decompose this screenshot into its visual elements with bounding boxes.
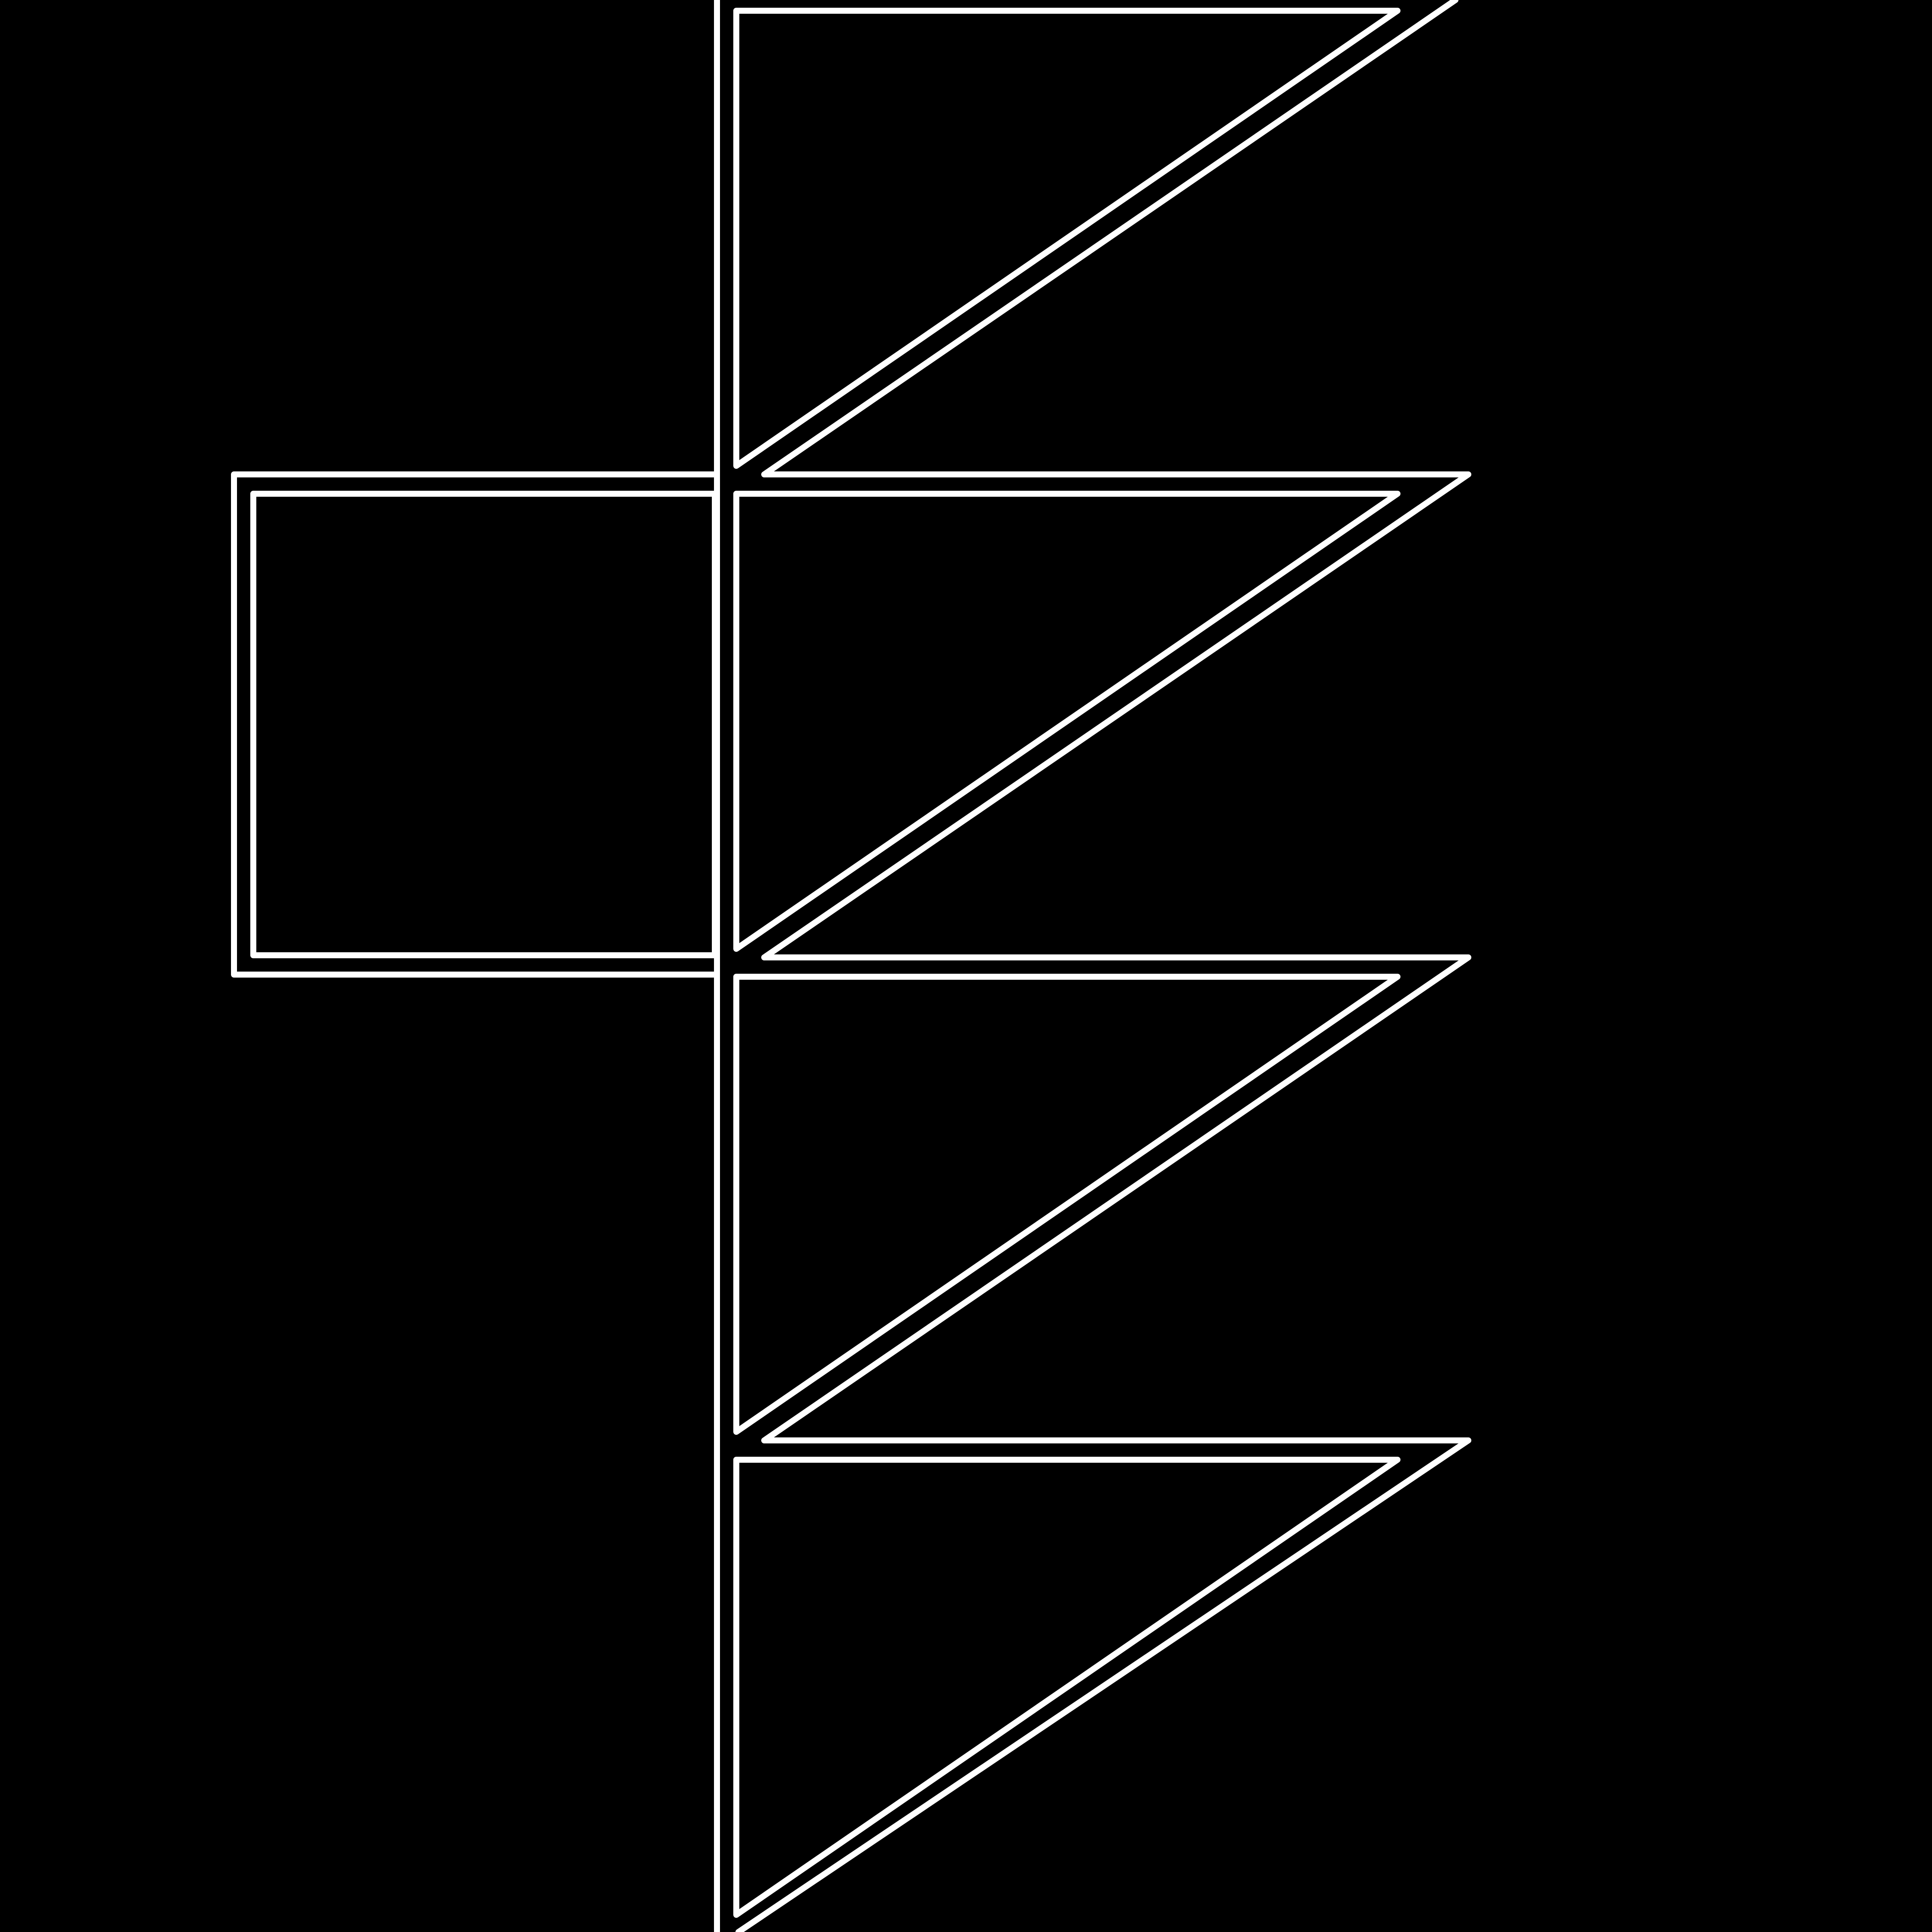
rectangle-left: [231, 471, 718, 978]
rectangle-left-inner: [250, 491, 718, 958]
triangle-3: [733, 974, 1400, 1435]
triangle-1: [733, 8, 1400, 469]
zigzag-outer-edge: [735, 0, 1471, 1932]
triangle-2: [733, 491, 1400, 952]
triangle-4: [733, 1457, 1400, 1918]
rectangle-left-outer: [231, 471, 718, 978]
